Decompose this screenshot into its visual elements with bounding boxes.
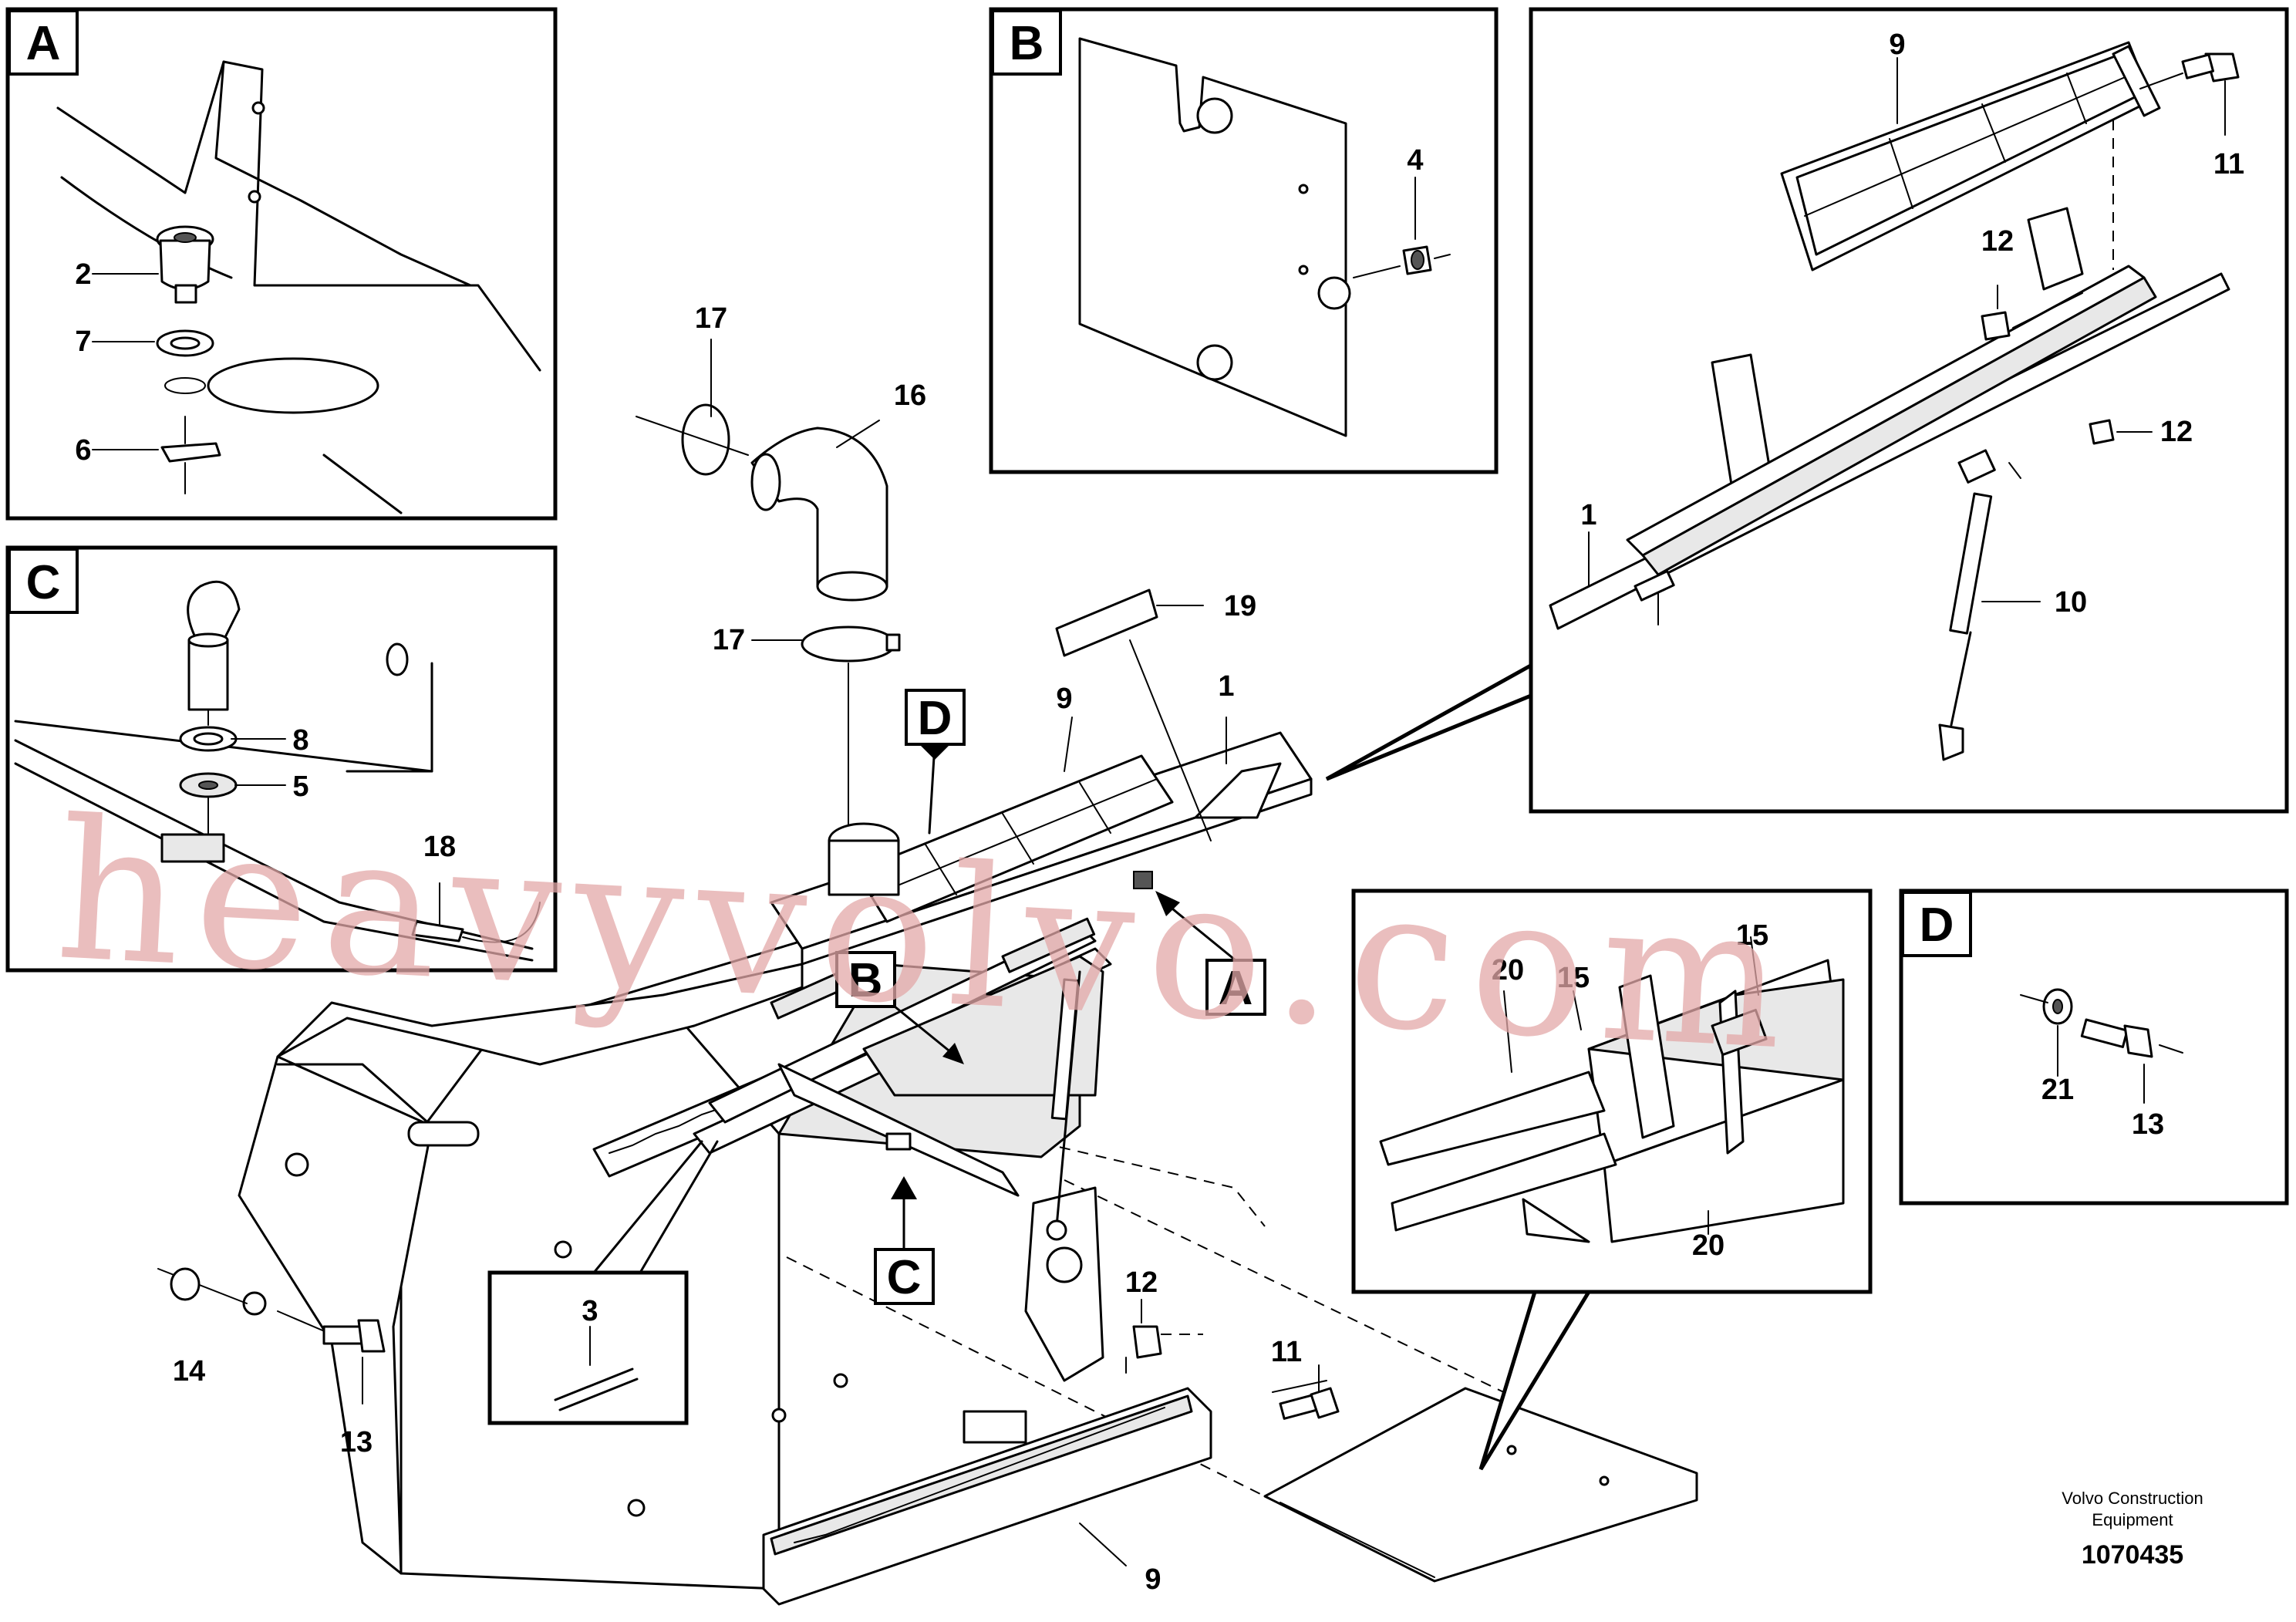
svg-text:A: A [26, 17, 61, 70]
label-12-lid-a: 12 [1981, 225, 2014, 258]
part-number-labels: 2 7 6 4 8 5 18 21 13 9 11 12 12 1 10 20 … [75, 29, 2244, 1596]
label-17-bottom: 17 [713, 624, 745, 656]
label-11-main: 11 [1271, 1336, 1302, 1368]
label-12-lid-b: 12 [2160, 416, 2193, 448]
ref-marker-C: C [874, 1176, 935, 1305]
label-18: 18 [423, 831, 456, 863]
pin-detail-box [487, 1140, 719, 1425]
ref-marker-B: B [835, 951, 964, 1064]
fastener-11-main [1272, 1364, 1340, 1420]
label-8: 8 [292, 724, 308, 757]
label-7: 7 [75, 325, 91, 358]
callout-lid-detail [1325, 659, 1537, 781]
label-21: 21 [2041, 1074, 2074, 1106]
label-12-main: 12 [1125, 1266, 1158, 1299]
watermark: heavyvolvo.com [52, 777, 1803, 1093]
label-15-a: 15 [1557, 962, 1590, 994]
detail-panel-lid [1529, 7, 2289, 814]
company-line-1: Volvo Construction [2062, 1489, 2203, 1508]
label-15-b: 15 [1736, 919, 1768, 952]
detail-panel-d: D [1899, 889, 2289, 1206]
drawing-number: 1070435 [2082, 1540, 2183, 1570]
air-intake-elbow [636, 403, 901, 826]
svg-text:B: B [848, 954, 883, 1007]
main-assembly [157, 339, 1698, 1606]
handle-grip [1055, 588, 1212, 841]
drawing-footer: Volvo Construction Equipment 1070435 [2062, 1489, 2203, 1570]
label-10: 10 [2055, 586, 2087, 619]
hinged-lid-with-tray [770, 731, 1313, 966]
svg-text:C: C [887, 1251, 922, 1304]
label-9-main-bottom: 9 [1145, 1563, 1161, 1596]
svg-text:C: C [26, 556, 61, 609]
floor-cover-plate [1263, 1387, 1698, 1583]
label-1-lid: 1 [1580, 499, 1596, 531]
label-2: 2 [75, 258, 91, 291]
label-5: 5 [292, 771, 308, 803]
label-20-a: 20 [1492, 954, 1524, 986]
label-11-lid: 11 [2213, 148, 2244, 180]
label-4: 4 [1407, 144, 1423, 177]
ref-marker-D: D [905, 689, 966, 835]
detail-panel-b: B [989, 7, 1499, 474]
label-14: 14 [173, 1355, 205, 1388]
label-16: 16 [894, 379, 926, 412]
label-1-main: 1 [1218, 670, 1234, 703]
detail-panel-a: A [5, 7, 558, 521]
fastener-14-13 [157, 1267, 386, 1404]
label-13-main: 13 [340, 1426, 373, 1458]
fastener-12-main [1132, 1299, 1203, 1359]
svg-text:B: B [1010, 17, 1044, 70]
ref-marker-A: A [1155, 891, 1266, 1016]
label-20-b: 20 [1692, 1229, 1725, 1262]
label-9-lid: 9 [1889, 29, 1905, 61]
label-9-main-top: 9 [1056, 683, 1072, 715]
svg-text:A: A [1219, 962, 1253, 1015]
label-17-top: 17 [695, 302, 727, 335]
detail-panel-toolbox [1351, 889, 1873, 1471]
svg-text:D: D [918, 692, 952, 745]
company-line-2: Equipment [2092, 1510, 2173, 1529]
label-13-d: 13 [2132, 1108, 2164, 1141]
label-3: 3 [582, 1295, 598, 1327]
detail-panel-c: C [5, 545, 558, 973]
label-19: 19 [1224, 590, 1256, 622]
svg-text:D: D [1920, 899, 1954, 952]
label-6: 6 [75, 434, 91, 467]
